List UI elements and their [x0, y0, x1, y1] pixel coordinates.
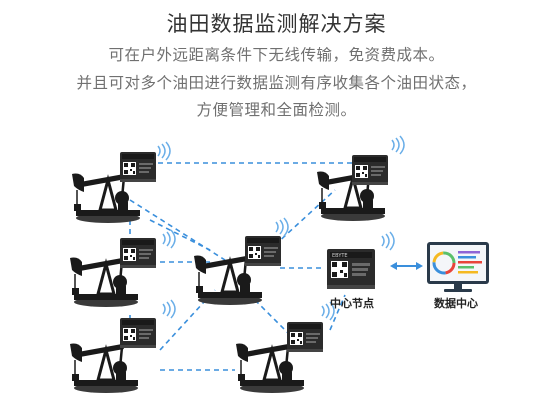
description-line-3: 方便管理和全面检测。: [196, 101, 357, 119]
data-center-label: 数据中心: [434, 296, 478, 310]
wifi-icon: [162, 299, 176, 319]
oil-site-middle-left: [68, 229, 176, 309]
radio-module-icon: [287, 322, 323, 352]
radio-module-icon: [245, 236, 281, 266]
monitor-icon: [427, 242, 489, 292]
pump-jack-icon: [68, 342, 140, 395]
wifi-icon: [162, 229, 176, 249]
svg-text:EBYTE: EBYTE: [332, 253, 348, 259]
wifi-icon: [275, 217, 289, 237]
radio-module-icon: [120, 238, 156, 268]
oil-site-top-left: [70, 141, 171, 225]
center-node-label: 中心节点: [330, 296, 374, 310]
center-node: EBYTE 中心节点: [327, 231, 395, 310]
link-arrow: [390, 262, 423, 270]
oil-site-bottom-center: [234, 301, 335, 395]
data-center: 数据中心: [427, 242, 489, 310]
radio-module-icon: [120, 152, 156, 182]
page-title: 油田数据监测解决方案: [166, 12, 387, 36]
radio-module-icon: [352, 155, 388, 185]
description-line-2: 并且可对多个油田进行数据监测有序收集各个油田状态，: [76, 74, 477, 92]
center-node-module-icon: [327, 249, 375, 289]
radio-module-icon: [120, 318, 156, 348]
wifi-icon: [157, 141, 171, 161]
description-line-1: 可在户外远距离条件下无线传输，免资费成本。: [108, 46, 445, 64]
oil-site-bottom-left: [68, 299, 176, 395]
oil-site-top-right: [315, 135, 405, 223]
wifi-icon: [381, 231, 395, 251]
network-links: [129, 162, 358, 371]
wifi-icon: [391, 135, 405, 155]
